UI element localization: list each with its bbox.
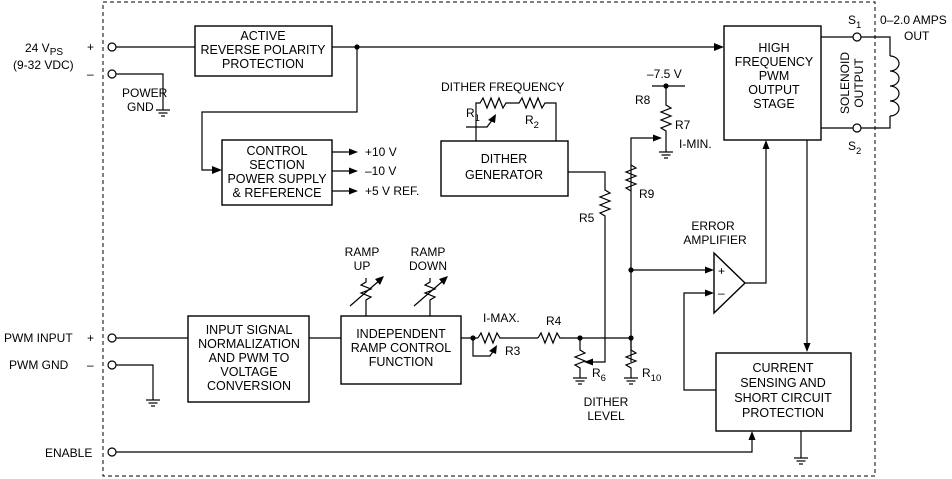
reverse-polarity-line-2: REVERSE POLARITY: [200, 43, 326, 57]
ground-icon: [624, 377, 638, 385]
dither-frequency-label: DITHER FREQUENCY: [441, 80, 564, 94]
r9-label: R9: [639, 187, 655, 201]
dither-level-label-1: DITHER: [584, 395, 629, 409]
r6-label: R6: [592, 366, 606, 384]
ground-icon: [573, 377, 587, 385]
current-sensing-line-2: SENSING AND: [740, 376, 825, 390]
control-section-line-2: SECTION: [249, 158, 305, 172]
supply-plus-sign: +: [87, 40, 94, 54]
supply-output-plus10: +10 V: [365, 145, 397, 159]
current-sensing-line-4: PROTECTION: [742, 406, 824, 420]
i-max-label: I-MAX.: [483, 311, 520, 325]
module-outline: [102, 1, 876, 477]
pwm-gnd-label: PWM GND: [9, 358, 69, 372]
input-signal-line-5: CONVERSION: [207, 379, 291, 393]
pwm-output-line-4: OUTPUT: [748, 83, 800, 97]
input-signal-block: [187, 315, 310, 403]
power-gnd-terminal[interactable]: [107, 69, 117, 79]
ramp-down-label-1: RAMP: [411, 245, 446, 259]
control-section-block: [221, 139, 333, 206]
supply-label: 24 VPS: [25, 41, 63, 58]
ground-icon: [659, 151, 673, 159]
dither-generator-block: [440, 140, 569, 197]
current-sensing-line-1: CURRENT: [752, 361, 813, 375]
solenoid-coil-icon: [861, 36, 900, 129]
pwm-gnd-terminal[interactable]: [107, 360, 117, 370]
input-signal-line-1: INPUT SIGNAL: [206, 323, 293, 337]
s1-terminal[interactable]: [852, 32, 862, 42]
dither-generator-line-1: DITHER: [481, 152, 528, 166]
input-signal-line-3: AND PWM TO: [209, 351, 290, 365]
pwm-input-label: PWM INPUT: [4, 331, 73, 345]
r10-label: R10: [642, 366, 661, 384]
ground-icon: [794, 457, 808, 465]
neg-7-5v-label: –7.5 V: [647, 67, 682, 81]
solenoid-output-label-2: OUTPUT: [852, 58, 866, 108]
error-amplifier-label-1: ERROR: [691, 219, 735, 233]
solenoid-output-label-1: SOLENOID: [838, 52, 852, 114]
ramp-up-label-2: UP: [354, 259, 371, 273]
dither-generator-line-2: GENERATOR: [465, 168, 543, 182]
s1-label: S1: [848, 13, 861, 31]
supply-terminal[interactable]: [107, 42, 117, 52]
current-sensing-line-3: SHORT CIRCUIT: [734, 391, 832, 405]
control-section-line-1: CONTROL: [246, 144, 307, 158]
ground-icon: [146, 399, 160, 407]
pwm-input-sign: +: [87, 331, 94, 345]
pwm-output-line-3: PWM: [759, 69, 790, 83]
ramp-control-block: [340, 315, 462, 385]
ramp-down-potentiometer[interactable]: [413, 276, 448, 316]
pwm-input-terminal[interactable]: [107, 333, 117, 343]
error-amplifier-label-2: AMPLIFIER: [683, 233, 747, 247]
r7-label: R7: [675, 118, 691, 132]
s2-terminal[interactable]: [852, 123, 862, 133]
pwm-output-stage-block: [723, 25, 822, 141]
s2-label: S2: [848, 139, 861, 157]
i-min-label: I-MIN.: [679, 137, 712, 151]
ground-icon: [156, 109, 170, 117]
power-gnd-minus-sign: –: [87, 67, 94, 81]
ramp-up-potentiometer[interactable]: [349, 276, 384, 316]
amps-label: 0–2.0 AMPS: [880, 13, 947, 27]
r4-label: R4: [546, 314, 562, 328]
enable-terminal[interactable]: [107, 447, 117, 457]
r1-adjust-arrow: [466, 114, 496, 128]
control-section-line-3: POWER SUPPLY: [227, 172, 327, 186]
pwm-output-line-1: HIGH: [758, 41, 789, 55]
r5-label: R5: [579, 211, 595, 225]
ramp-up-label-1: RAMP: [345, 245, 380, 259]
pwm-output-line-2: FREQUENCY: [735, 55, 814, 69]
r1-label: R1: [466, 106, 480, 124]
supply-output-5vref: +5 V REF.: [365, 184, 419, 198]
reverse-polarity-block: [194, 25, 333, 77]
r3-label: R3: [505, 344, 521, 358]
dither-level-label-2: LEVEL: [587, 409, 625, 423]
error-amp-plus: +: [718, 264, 725, 278]
ramp-control-line-3: FUNCTION: [369, 355, 434, 369]
input-signal-line-4: VOLTAGE: [220, 365, 277, 379]
ramp-down-label-2: DOWN: [409, 259, 447, 273]
error-amplifier-triangle: [713, 251, 747, 315]
power-gnd-label-2: GND: [127, 100, 154, 114]
current-sensing-block: [715, 352, 852, 432]
ramp-control-line-1: INDEPENDENT: [356, 327, 446, 341]
pwm-gnd-sign: –: [87, 358, 94, 372]
reverse-polarity-line-1: ACTIVE: [240, 29, 285, 43]
control-section-line-4: & REFERENCE: [233, 186, 322, 200]
r7-wiper-arrow: [630, 134, 662, 362]
supply-range: (9-32 VDC): [13, 58, 74, 72]
r8-label: R8: [635, 93, 651, 107]
error-amp-minus: –: [718, 286, 725, 300]
input-signal-line-2: NORMALIZATION: [198, 337, 300, 351]
ramp-control-line-2: RAMP CONTROL: [351, 341, 452, 355]
enable-label: ENABLE: [45, 446, 92, 460]
power-gnd-label-1: POWER: [122, 86, 168, 100]
reverse-polarity-line-3: PROTECTION: [222, 57, 304, 71]
r2-label: R2: [525, 113, 539, 131]
out-label: OUT: [904, 29, 930, 43]
supply-output-minus10: –10 V: [365, 164, 396, 178]
pwm-output-line-5: STAGE: [753, 97, 794, 111]
